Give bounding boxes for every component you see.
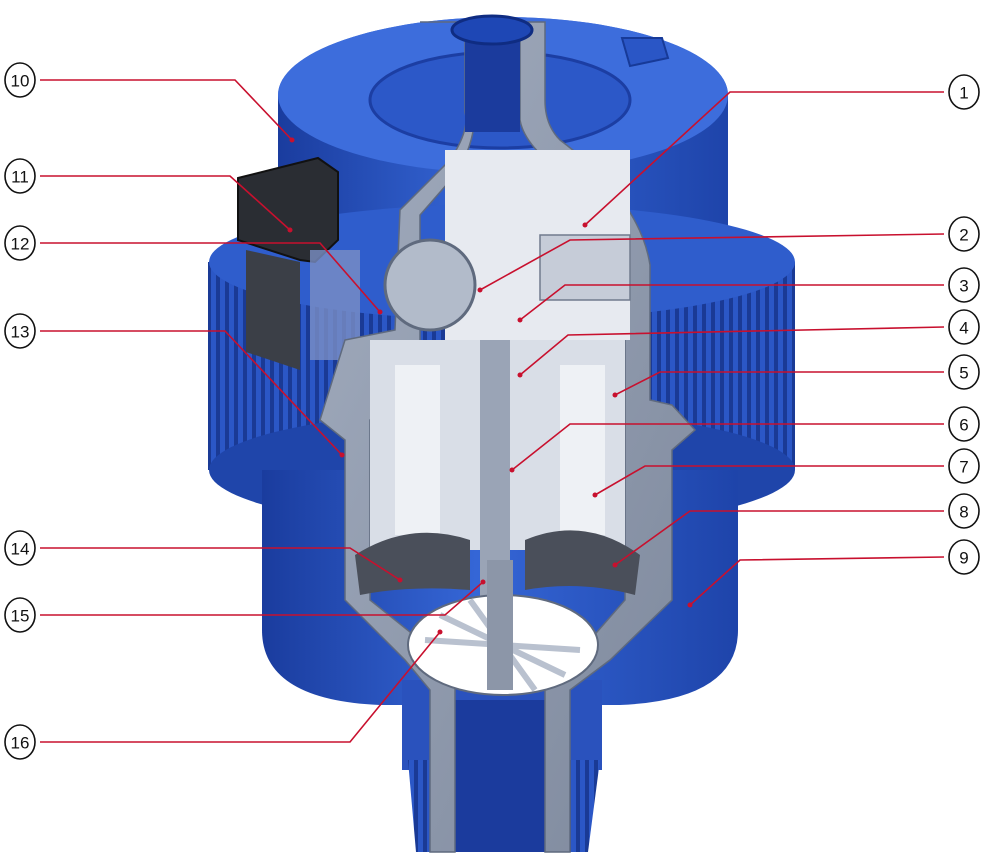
callout-16: 16 xyxy=(4,629,443,760)
sectioned-interior xyxy=(319,14,697,853)
callout-number-9: 9 xyxy=(959,549,968,568)
leader-end-6 xyxy=(509,467,515,473)
callout-9: 9 xyxy=(687,539,980,608)
leader-end-12 xyxy=(377,309,383,315)
callout-bubble-2 xyxy=(948,216,980,252)
callout-number-1: 1 xyxy=(959,84,968,103)
callout-number-5: 5 xyxy=(959,364,968,383)
callout-10: 10 xyxy=(4,62,295,143)
callout-number-16: 16 xyxy=(11,734,30,753)
callout-3: 3 xyxy=(517,267,980,323)
leader-line-4 xyxy=(519,326,945,376)
leader-end-5 xyxy=(612,392,618,398)
leader-line-7 xyxy=(594,465,944,496)
callout-bubble-15 xyxy=(4,597,36,633)
callout-number-15: 15 xyxy=(11,607,30,626)
callout-11: 11 xyxy=(4,158,293,233)
callout-number-3: 3 xyxy=(959,277,968,296)
callout-number-13: 13 xyxy=(11,323,30,342)
callout-bubble-3 xyxy=(948,267,980,303)
callout-13: 13 xyxy=(4,313,345,458)
callout-14: 14 xyxy=(4,530,403,583)
callout-number-4: 4 xyxy=(959,319,968,338)
callout-number-11: 11 xyxy=(11,168,29,187)
callout-bubble-16 xyxy=(4,724,36,760)
callout-7: 7 xyxy=(592,448,980,498)
callout-bubble-4 xyxy=(948,309,980,345)
callout-bubble-5 xyxy=(948,354,980,390)
callout-4: 4 xyxy=(517,309,980,378)
callout-12: 12 xyxy=(4,225,383,315)
register-module xyxy=(237,156,360,370)
register-disc xyxy=(383,238,477,332)
callout-bubble-12 xyxy=(4,225,36,261)
callout-number-10: 10 xyxy=(11,72,30,91)
leader-end-9 xyxy=(687,602,693,608)
callout-5: 5 xyxy=(612,354,980,398)
leader-end-8 xyxy=(612,562,618,568)
impeller-left xyxy=(355,532,470,595)
leader-end-3 xyxy=(517,317,523,323)
callout-bubble-7 xyxy=(948,448,980,484)
leader-end-14 xyxy=(397,577,403,583)
callout-number-2: 2 xyxy=(959,226,968,245)
leader-line-3 xyxy=(519,284,944,321)
leader-end-11 xyxy=(287,227,293,233)
callout-8: 8 xyxy=(612,493,980,568)
callout-bubble-1 xyxy=(948,74,980,110)
leader-end-7 xyxy=(592,492,598,498)
leader-end-2 xyxy=(477,287,483,293)
callout-bubble-13 xyxy=(4,313,36,349)
leader-line-14 xyxy=(40,547,401,581)
leader-line-1 xyxy=(584,91,944,226)
leader-line-10 xyxy=(40,79,293,141)
callout-6: 6 xyxy=(509,406,980,473)
callout-bubble-11 xyxy=(4,158,36,194)
callout-bubble-14 xyxy=(4,530,36,566)
leader-line-6 xyxy=(511,423,944,471)
callout-15: 15 xyxy=(4,579,486,633)
callout-number-8: 8 xyxy=(959,503,968,522)
callout-1: 1 xyxy=(582,74,980,228)
leader-line-15 xyxy=(40,581,484,616)
impeller-right xyxy=(525,530,640,595)
callout-bubble-8 xyxy=(948,493,980,529)
leader-line-9 xyxy=(689,556,945,606)
leader-line-12 xyxy=(40,242,381,313)
callout-bubble-9 xyxy=(948,539,980,575)
callout-bubble-10 xyxy=(4,62,36,98)
callout-number-6: 6 xyxy=(959,416,968,435)
leader-line-11 xyxy=(40,175,291,231)
leader-line-2 xyxy=(479,233,945,291)
callout-number-14: 14 xyxy=(11,540,30,559)
callout-number-7: 7 xyxy=(959,458,968,477)
callout-2: 2 xyxy=(477,216,980,293)
callout-number-12: 12 xyxy=(11,235,30,254)
leader-end-4 xyxy=(517,372,523,378)
leader-end-10 xyxy=(289,137,295,143)
leader-line-13 xyxy=(40,330,343,456)
callout-bubble-6 xyxy=(948,406,980,442)
leader-line-8 xyxy=(614,510,944,566)
leader-end-15 xyxy=(480,579,486,585)
leader-end-1 xyxy=(582,222,588,228)
leader-line-5 xyxy=(614,371,944,396)
leader-end-13 xyxy=(339,452,345,458)
leader-end-16 xyxy=(437,629,443,635)
leader-line-16 xyxy=(40,631,441,743)
